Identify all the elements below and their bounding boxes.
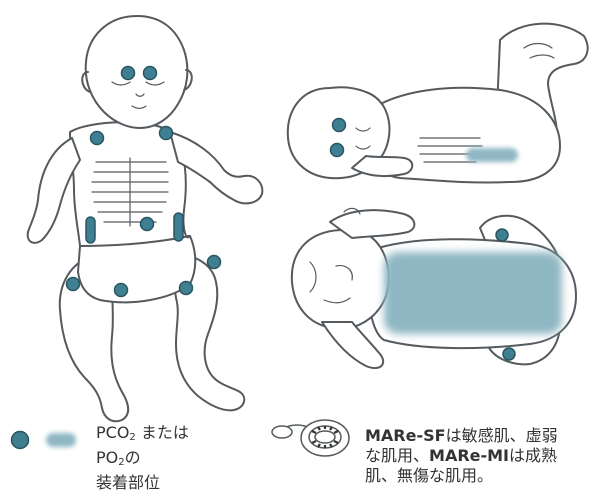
sensor-dot — [141, 218, 154, 231]
sensor-area — [466, 148, 518, 162]
ring-note: MARe-SFは敏感肌、虚弱 な肌用、MARe-MIは成熟 肌、無傷な肌用。 — [365, 426, 558, 486]
left-arm — [28, 138, 80, 243]
infant-side-view — [288, 24, 588, 183]
sensor-dot — [67, 278, 80, 291]
fixation-ring-icon — [272, 420, 349, 456]
sensor-strip — [86, 217, 95, 243]
sensor-dot-icon — [12, 432, 29, 449]
sensor-dot — [208, 256, 221, 269]
sensor-dot — [91, 132, 104, 145]
sensor-dot — [180, 282, 193, 295]
sf-product-name: MARe-SF — [365, 426, 446, 445]
sensor-dot — [333, 119, 346, 132]
side-arm — [352, 156, 412, 176]
sensor-dot — [503, 348, 515, 360]
sensor-area-icon — [46, 433, 76, 447]
sensor-dot — [496, 229, 508, 241]
back-head — [292, 230, 389, 329]
sensor-area — [384, 252, 562, 334]
legend-label: PCO2 または PO2の 装着部位 — [96, 423, 189, 493]
sensor-strip — [174, 213, 183, 241]
sensor-dot — [115, 284, 128, 297]
back-arm-bottom — [322, 322, 383, 368]
sensor-dot — [331, 144, 344, 157]
head — [86, 16, 188, 128]
sensor-dot — [144, 67, 157, 80]
sensor-dot — [160, 127, 173, 140]
mi-product-name: MARe-MI — [429, 446, 509, 465]
sensor-dot — [122, 67, 135, 80]
